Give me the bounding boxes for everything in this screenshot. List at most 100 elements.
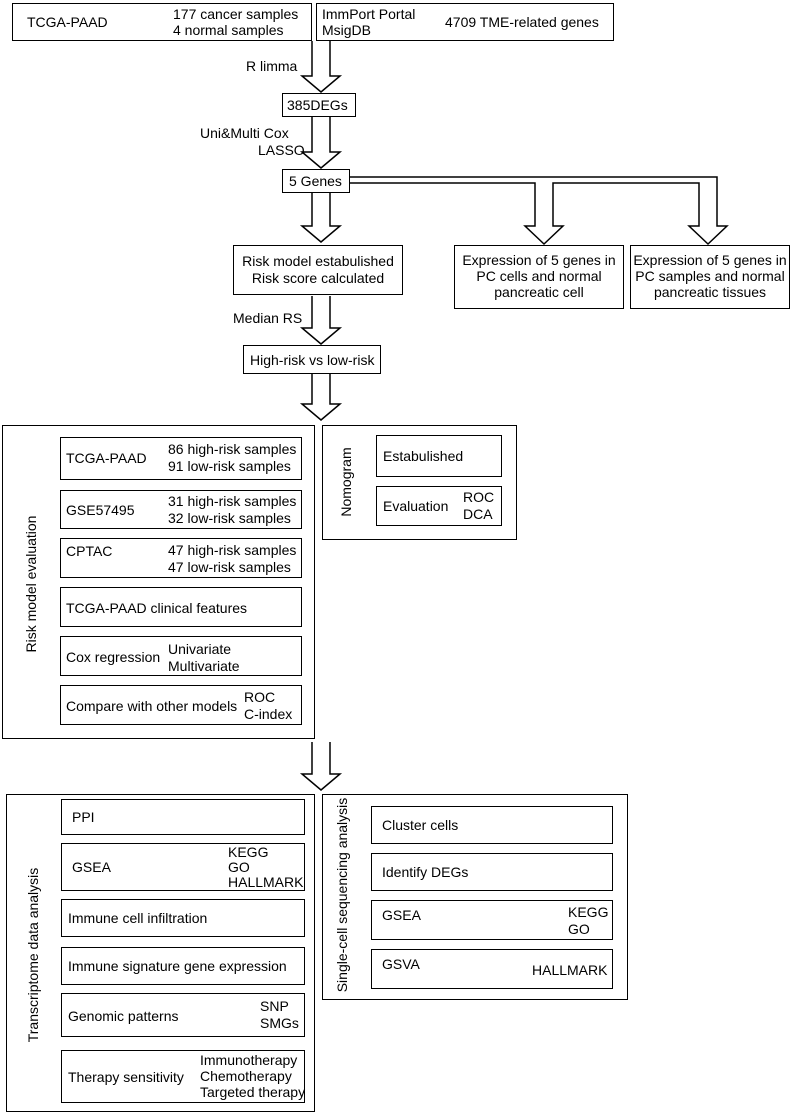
single-cell-title: Single-cell sequencing analysis bbox=[334, 797, 350, 993]
nomogram-eval-roc: ROC bbox=[463, 489, 495, 505]
nomogram-eval-dca: DCA bbox=[463, 506, 493, 522]
arrow-median-rs bbox=[299, 296, 343, 345]
tx-gsea-kegg: KEGG bbox=[228, 844, 269, 860]
single-cell-panel: Single-cell sequencing analysis Cluster … bbox=[322, 794, 628, 1000]
tx-genomic-snp: SNP bbox=[260, 998, 289, 1014]
tcga-cancer-samples: 177 cancer samples bbox=[173, 6, 299, 22]
sc-gsea-box: GSEA KEGG GO bbox=[371, 900, 613, 940]
tx-ppi-label: PPI bbox=[72, 809, 95, 825]
sc-cluster-label: Cluster cells bbox=[382, 817, 459, 833]
eval-cptac-name: CPTAC bbox=[66, 543, 113, 559]
tx-immune-infil-label: Immune cell infiltration bbox=[68, 910, 208, 926]
risk-eval-title: Risk model evaluation bbox=[23, 515, 39, 653]
expr-samples-box: Expression of 5 genes in PC samples and … bbox=[630, 245, 790, 309]
eval-tcga-name: TCGA-PAAD bbox=[66, 450, 147, 466]
eval-tcga-box: TCGA-PAAD 86 high-risk samples 91 low-ri… bbox=[60, 437, 302, 480]
tx-therapy-targeted: Targeted therapy bbox=[200, 1084, 306, 1100]
arrow-genes-risk bbox=[299, 193, 343, 243]
eval-cox-uni: Univariate bbox=[168, 641, 232, 657]
nomogram-title: Nomogram bbox=[338, 447, 354, 517]
risk-model-box: Risk model estabulished Risk score calcu… bbox=[233, 245, 403, 295]
degs-label: 385DEGs bbox=[287, 97, 348, 113]
immport-source-box: ImmPort Portal MsigDB 4709 TME-related g… bbox=[316, 3, 614, 41]
sc-gsva-box: GSVA HALLMARK bbox=[371, 949, 613, 989]
sc-gsva-name: GSVA bbox=[382, 956, 420, 972]
tx-immune-infil-box: Immune cell infiltration bbox=[61, 899, 305, 937]
tx-genomic-name: Genomic patterns bbox=[68, 1008, 179, 1024]
sc-cluster-box: Cluster cells bbox=[371, 806, 613, 844]
eval-compare-name: Compare with other models bbox=[66, 698, 238, 714]
arrow-genes-branch bbox=[350, 176, 729, 246]
tx-therapy-chemo: Chemotherapy bbox=[200, 1068, 292, 1084]
risk-model-line2: Risk score calculated bbox=[251, 270, 385, 286]
sc-gsea-kegg: KEGG bbox=[568, 904, 609, 920]
tcga-source-name: TCGA-PAAD bbox=[27, 14, 108, 30]
eval-compare-roc: ROC bbox=[244, 689, 276, 705]
transcriptome-title: Transcriptome data analysis bbox=[25, 867, 41, 1043]
expr-cells-box: Expression of 5 genes in PC cells and no… bbox=[454, 245, 624, 309]
tx-genomic-box: Genomic patterns SNP SMGs bbox=[61, 993, 305, 1037]
nomogram-established-box: Estabulished bbox=[376, 435, 502, 477]
nomogram-panel: Nomogram Estabulished Evaluation ROC DCA bbox=[322, 425, 517, 540]
eval-cptac-low: 47 low-risk samples bbox=[168, 559, 291, 575]
nomogram-established-label: Estabulished bbox=[383, 448, 464, 464]
tcga-source-box: TCGA-PAAD 177 cancer samples 4 normal sa… bbox=[12, 3, 312, 41]
nomogram-evaluation-box: Evaluation ROC DCA bbox=[376, 486, 502, 526]
cox-label: Uni&Multi Cox bbox=[200, 125, 289, 141]
eval-compare-box: Compare with other models ROC C-index bbox=[60, 685, 302, 725]
arrow-cox bbox=[299, 116, 343, 169]
risk-model-line1: Risk model estabulished bbox=[242, 253, 394, 269]
lasso-label: LASSO bbox=[258, 142, 305, 158]
expr-cells-label: Expression of 5 genes in PC cells and no… bbox=[462, 252, 616, 300]
eval-clinical-label: TCGA-PAAD clinical features bbox=[66, 600, 248, 616]
five-genes-box: 5 Genes bbox=[282, 169, 350, 193]
median-rs-label: Median RS bbox=[233, 310, 303, 326]
tcga-normal-samples: 4 normal samples bbox=[173, 22, 284, 38]
tx-ppi-box: PPI bbox=[61, 799, 305, 835]
arrow-limma bbox=[299, 41, 343, 93]
eval-clinical-box: TCGA-PAAD clinical features bbox=[60, 587, 302, 627]
risk-eval-panel: Risk model evaluation TCGA-PAAD 86 high-… bbox=[2, 425, 315, 739]
degs-box: 385DEGs bbox=[282, 93, 356, 117]
eval-gse-box: GSE57495 31 high-risk samples 32 low-ris… bbox=[60, 490, 302, 529]
eval-tcga-high: 86 high-risk samples bbox=[168, 441, 297, 457]
tx-gsea-go: GO bbox=[228, 859, 250, 875]
eval-cox-multi: Multivariate bbox=[168, 658, 240, 674]
limma-label: R limma bbox=[246, 58, 298, 74]
eval-gse-high: 31 high-risk samples bbox=[168, 493, 297, 509]
tx-immune-sig-label: Immune signature gene expression bbox=[68, 958, 287, 974]
transcriptome-panel: Transcriptome data analysis PPI GSEA KEG… bbox=[6, 794, 315, 1112]
expr-samples-label: Expression of 5 genes in PC samples and … bbox=[633, 252, 787, 300]
tx-gsea-hallmark: HALLMARK bbox=[228, 874, 304, 890]
immport-portal-label: ImmPort Portal bbox=[322, 6, 416, 22]
tme-genes-label: 4709 TME-related genes bbox=[445, 14, 599, 30]
arrow-highlow-eval bbox=[299, 374, 343, 421]
arrow-eval-analysis bbox=[299, 742, 343, 791]
eval-cox-name: Cox regression bbox=[66, 649, 161, 665]
nomogram-evaluation-name: Evaluation bbox=[383, 498, 449, 514]
sc-gsea-go: GO bbox=[568, 921, 590, 937]
eval-compare-cindex: C-index bbox=[244, 706, 293, 722]
eval-gse-name: GSE57495 bbox=[66, 502, 135, 518]
tx-therapy-immuno: Immunotherapy bbox=[200, 1052, 298, 1068]
eval-gse-low: 32 low-risk samples bbox=[168, 510, 291, 526]
eval-cptac-box: CPTAC 47 high-risk samples 47 low-risk s… bbox=[60, 538, 302, 578]
tx-gsea-name: GSEA bbox=[72, 859, 111, 875]
tx-gsea-box: GSEA KEGG GO HALLMARK bbox=[61, 843, 305, 891]
eval-cox-box: Cox regression Univariate Multivariate bbox=[60, 636, 302, 676]
eval-tcga-low: 91 low-risk samples bbox=[168, 458, 291, 474]
eval-cptac-high: 47 high-risk samples bbox=[168, 542, 297, 558]
high-low-box: High-risk vs low-risk bbox=[243, 345, 381, 374]
high-low-label: High-risk vs low-risk bbox=[250, 352, 375, 368]
tx-genomic-smgs: SMGs bbox=[260, 1015, 299, 1031]
sc-degs-box: Identify DEGs bbox=[371, 853, 613, 891]
tx-therapy-name: Therapy sensitivity bbox=[68, 1069, 184, 1085]
sc-gsea-name: GSEA bbox=[382, 907, 421, 923]
sc-degs-label: Identify DEGs bbox=[382, 864, 469, 880]
tx-therapy-box: Therapy sensitivity Immunotherapy Chemot… bbox=[61, 1050, 305, 1103]
msigdb-label: MsigDB bbox=[322, 22, 372, 38]
five-genes-label: 5 Genes bbox=[289, 173, 342, 189]
sc-gsva-hallmark: HALLMARK bbox=[532, 962, 608, 978]
tx-immune-sig-box: Immune signature gene expression bbox=[61, 947, 305, 985]
